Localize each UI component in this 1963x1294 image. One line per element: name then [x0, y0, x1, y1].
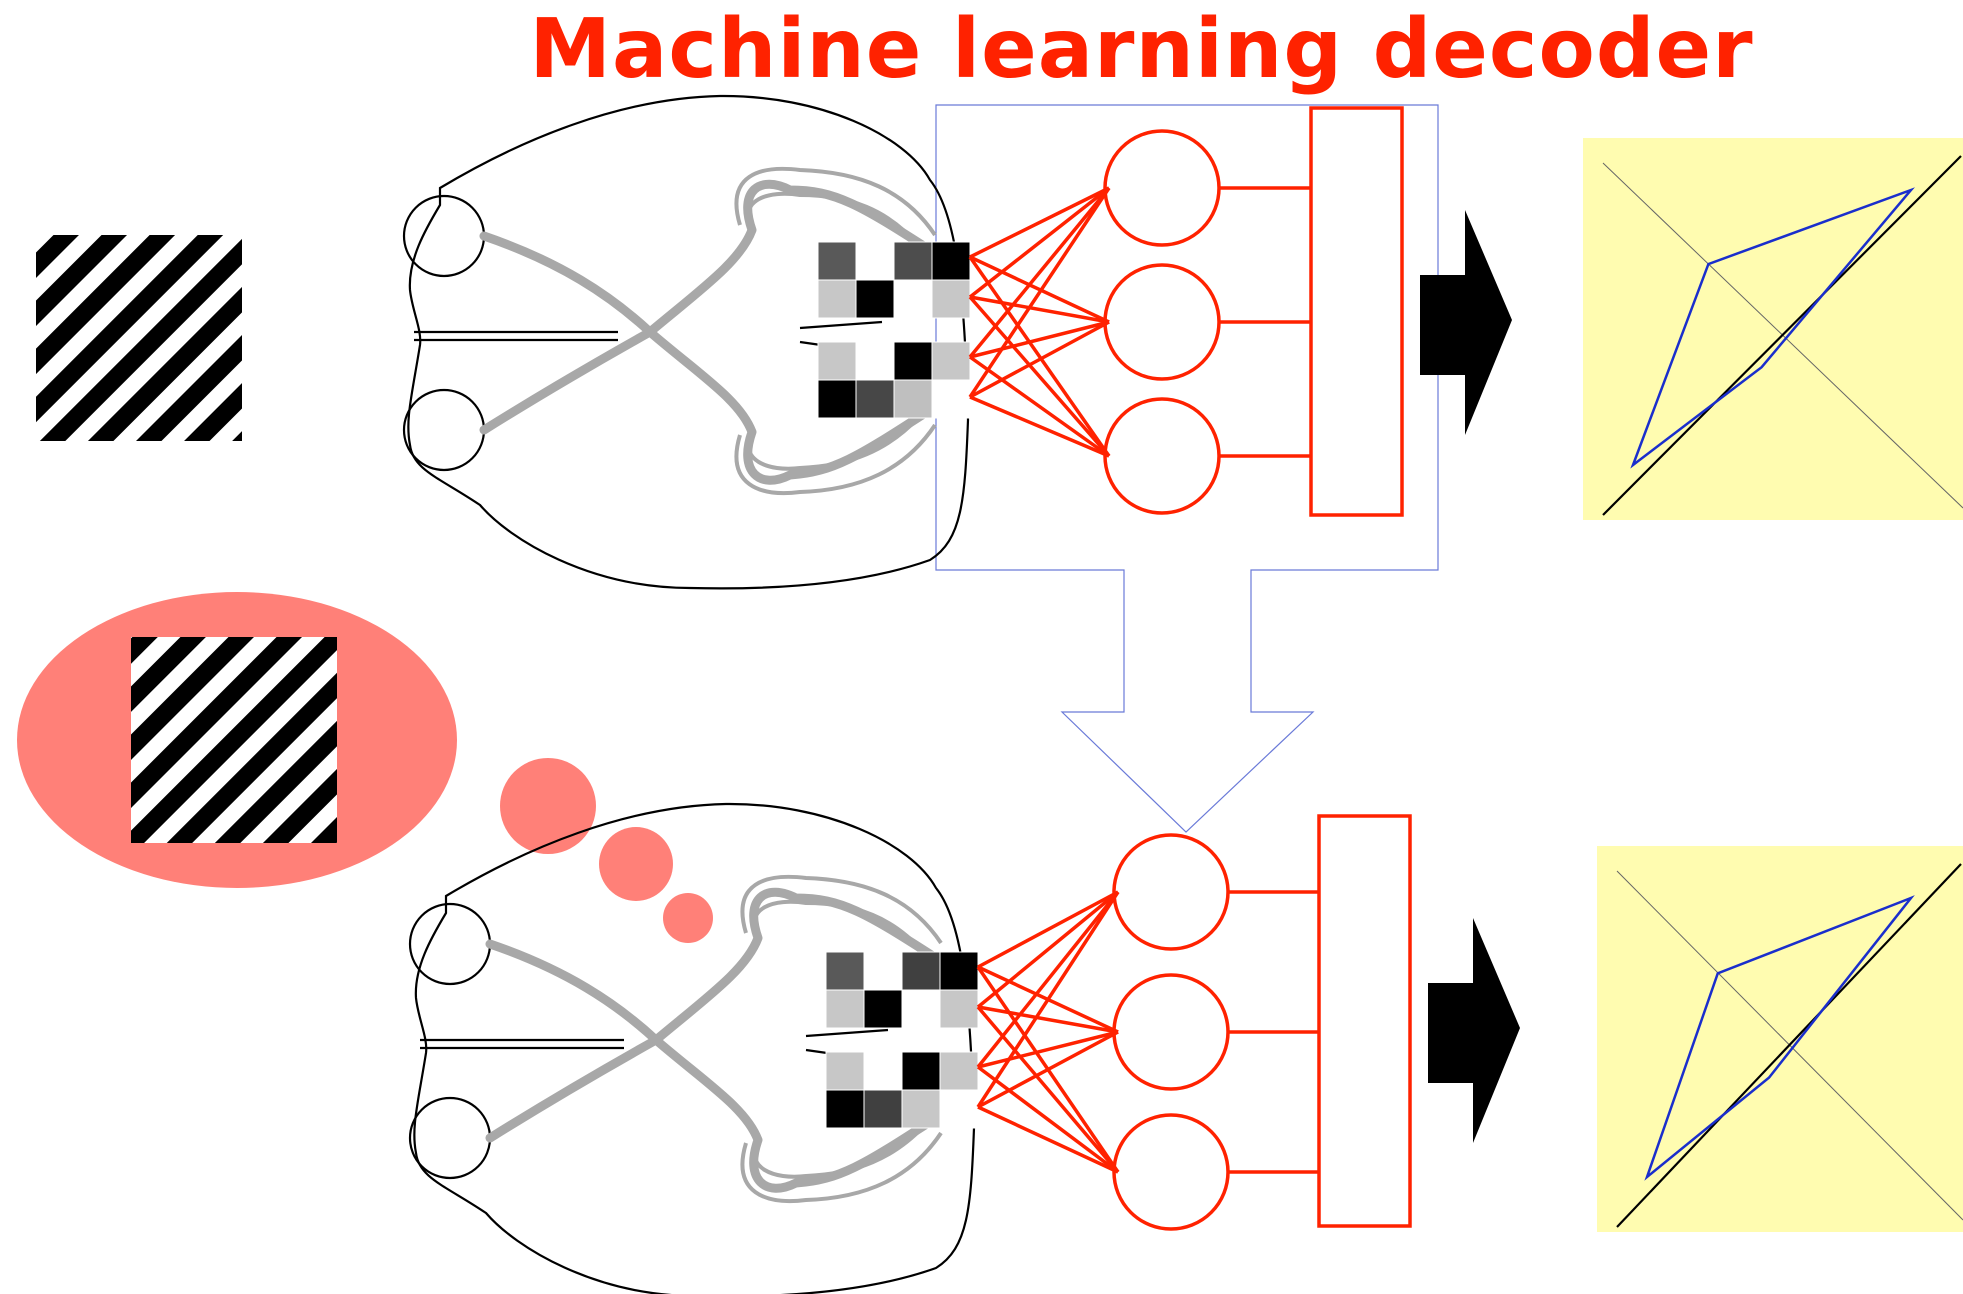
brain-contour [407, 94, 970, 590]
decoded-orientation-line [1616, 863, 1962, 1228]
voxel [855, 279, 895, 319]
voxel [825, 989, 865, 1029]
decoder-unit [1103, 263, 1221, 381]
connection [968, 255, 1111, 458]
brain-contour [413, 802, 976, 1294]
connection [968, 355, 1111, 458]
connection [969, 320, 1110, 399]
voxel-pattern [825, 951, 979, 1129]
right-eye [402, 388, 486, 472]
decoder-network [976, 814, 1412, 1231]
left-eye [408, 902, 492, 986]
connection [968, 186, 1111, 359]
voxel [939, 951, 979, 991]
brain-outline [402, 94, 970, 590]
voxel [901, 951, 941, 991]
voxel [825, 1089, 865, 1129]
voxel [931, 341, 971, 381]
voxel [855, 341, 895, 381]
connection [976, 891, 1120, 1108]
visual-cortex-folds [740, 874, 943, 1203]
brain-outline [408, 802, 976, 1294]
imagined-grating-stimulus [131, 637, 337, 843]
optic-radiations [651, 887, 941, 1193]
voxel [863, 1089, 903, 1129]
orientation-output-panel [1597, 846, 1963, 1232]
voxel [901, 1051, 941, 1091]
decoded-orientation-line [1602, 155, 1962, 516]
connection [968, 187, 1111, 398]
voxel [931, 379, 971, 419]
voxel [893, 241, 933, 281]
thought-bubble-dot-large [500, 758, 596, 854]
orientation-polar-plot [1644, 895, 1915, 1181]
connection [976, 890, 1120, 1069]
voxel [825, 951, 865, 991]
voxel [855, 379, 895, 419]
midline [420, 1038, 624, 1050]
voxel [825, 1051, 865, 1091]
voxel-pattern [817, 241, 971, 419]
voxel [863, 989, 903, 1029]
connection [977, 1105, 1119, 1174]
optic-radiations [645, 179, 935, 485]
orientation-polar-plot [1630, 187, 1915, 469]
voxel [863, 951, 903, 991]
voxel [893, 279, 933, 319]
orientation-readout-box [1309, 106, 1404, 517]
voxel [931, 241, 971, 281]
diagram-title: Machine learning decoder [529, 2, 1754, 97]
voxel [817, 341, 857, 381]
orientation-readout-box [1317, 814, 1412, 1228]
right-eye [408, 1096, 492, 1180]
connection [976, 1005, 1120, 1174]
voxel [931, 279, 971, 319]
connection [969, 295, 1110, 324]
seen-grating-stimulus [36, 235, 242, 441]
connection [976, 1065, 1120, 1174]
visual-cortex-folds [734, 166, 937, 495]
connection [969, 186, 1110, 259]
voxel [939, 1089, 979, 1129]
decoder-unit [1103, 397, 1221, 515]
output-arrow [1420, 210, 1512, 435]
connection [968, 186, 1111, 299]
voxel [863, 1051, 903, 1091]
voxel [901, 1089, 941, 1129]
connection [969, 395, 1110, 458]
connection [969, 320, 1110, 359]
imagery-row [408, 802, 1963, 1294]
voxel [939, 1051, 979, 1091]
connection [977, 1005, 1119, 1034]
orientation-output-panel [1583, 138, 1963, 520]
thought-bubble-dot-medium [599, 827, 673, 901]
decoder-transfer-arrow [935, 104, 1439, 833]
voxel [855, 241, 895, 281]
decoder-unit [1112, 833, 1230, 951]
voxel [893, 341, 933, 381]
decoder-network [968, 106, 1404, 517]
left-eye [402, 194, 486, 278]
connection [977, 890, 1119, 969]
voxel [817, 279, 857, 319]
decoder-unit [1103, 129, 1221, 247]
decoder-unit [1112, 1113, 1230, 1231]
thought-bubble [17, 592, 713, 943]
voxel [817, 241, 857, 281]
perception-row [402, 94, 1963, 590]
connection [968, 295, 1111, 458]
output-arrow [1428, 918, 1520, 1143]
thought-bubble-dot-small [663, 893, 713, 943]
connection [977, 1030, 1119, 1069]
connection [977, 1030, 1119, 1109]
voxel [901, 989, 941, 1029]
decoder-unit [1112, 973, 1230, 1091]
voxel [939, 989, 979, 1029]
voxel [893, 379, 933, 419]
voxel [817, 379, 857, 419]
midline [414, 330, 618, 342]
connection [976, 890, 1120, 1009]
